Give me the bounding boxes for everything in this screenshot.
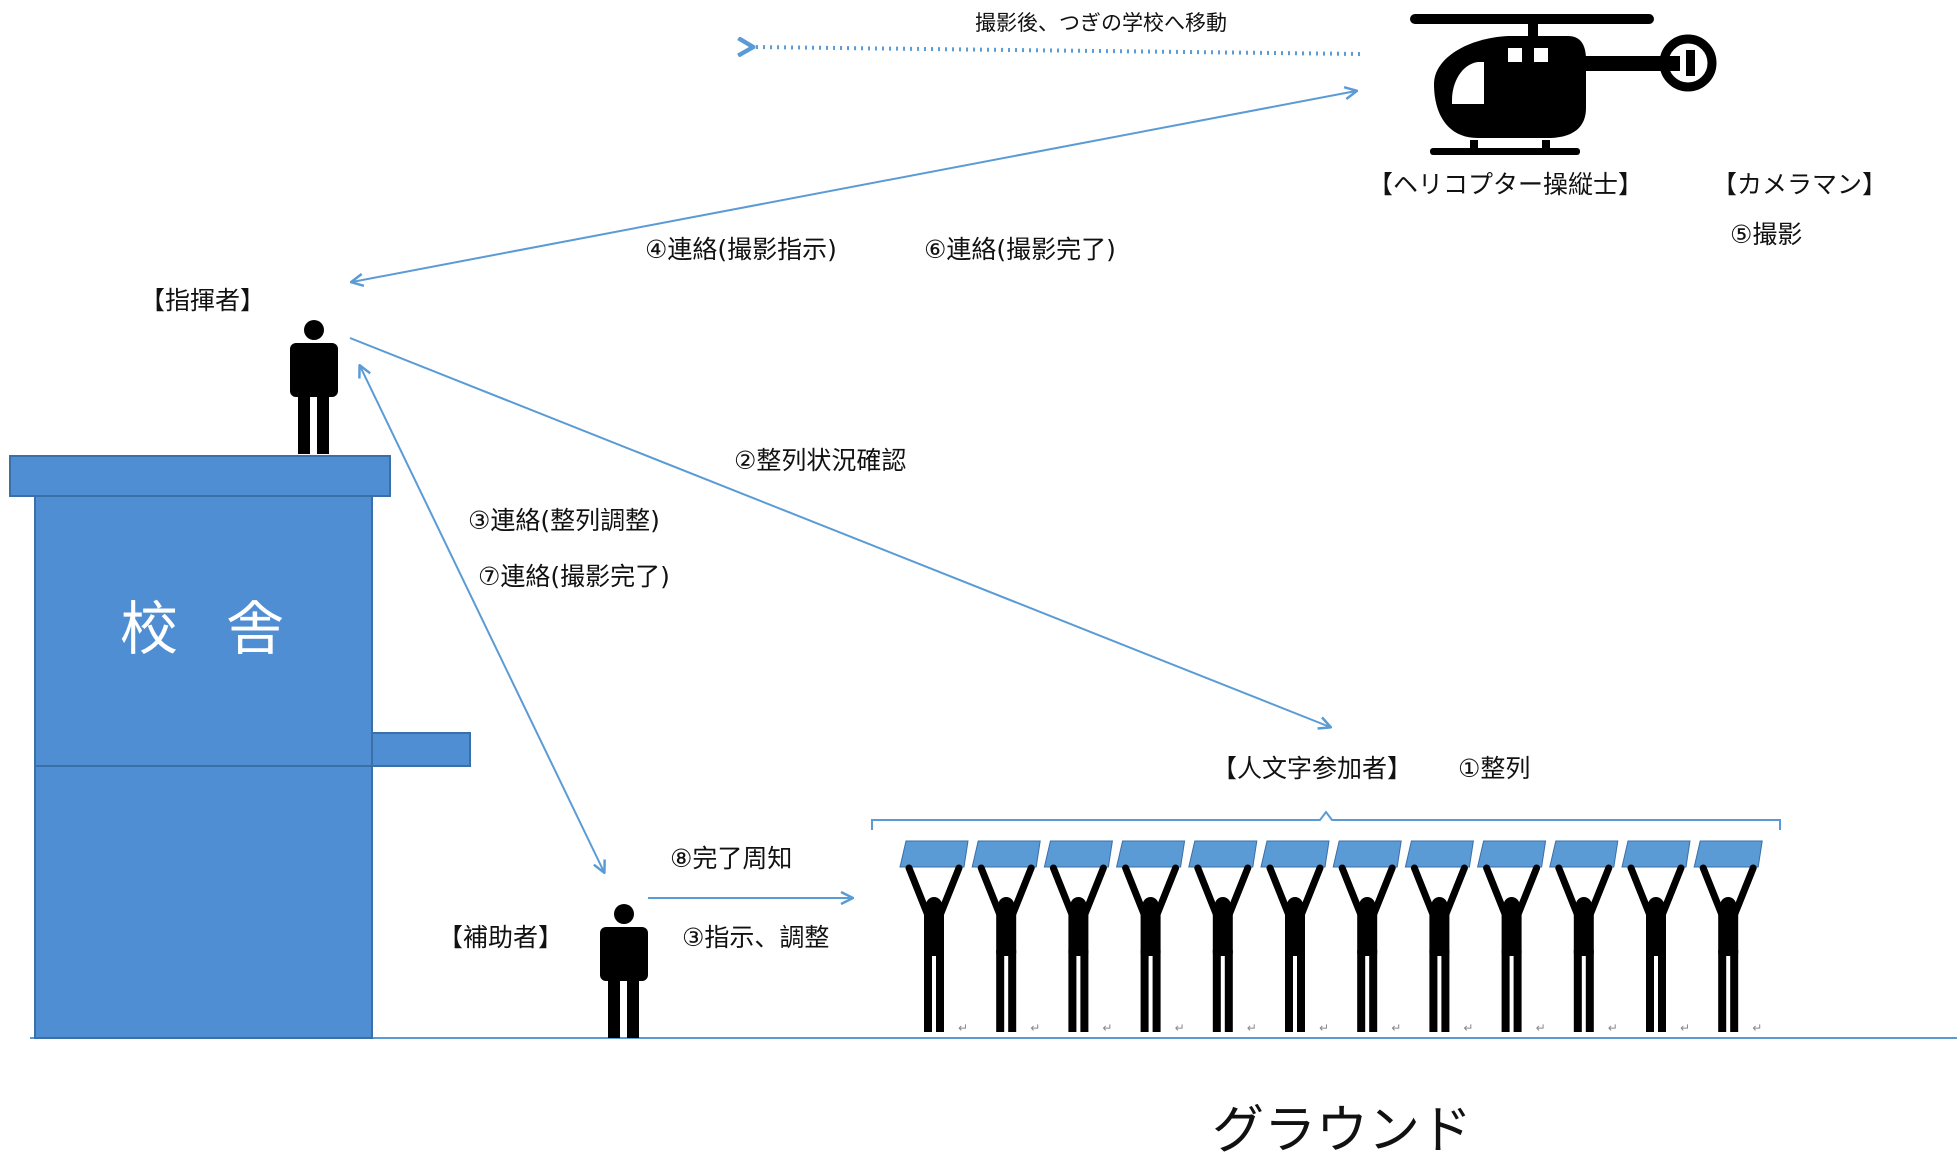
board-holding-person-icon: ↵ <box>1621 840 1691 1035</box>
instruct-adjust-label: ③指示、調整 <box>682 923 830 952</box>
board-holding-person-icon: ↵ <box>899 840 969 1035</box>
return-mark-icon: ↵ <box>1391 1021 1401 1035</box>
contact-instruct-label: ④連絡(撮影指示) <box>645 235 837 264</box>
return-mark-icon: ↵ <box>958 1021 968 1035</box>
roof-slab <box>9 455 391 497</box>
building-lower <box>34 765 373 1039</box>
board-holding-person-icon: ↵ <box>1332 840 1402 1035</box>
return-mark-icon: ↵ <box>1030 1021 1040 1035</box>
contact-done-2-label: ⑦連絡(撮影完了) <box>478 562 670 591</box>
ground-label: グラウンド <box>1212 1101 1473 1161</box>
board-holding-person-icon: ↵ <box>1549 840 1619 1035</box>
shoot-label: ⑤撮影 <box>1730 220 1803 249</box>
participants-bracket <box>871 810 1781 830</box>
board-holding-person-icon: ↵ <box>1260 840 1330 1035</box>
assistant-label: 【補助者】 <box>438 923 564 952</box>
return-mark-icon: ↵ <box>1175 1021 1185 1035</box>
return-mark-icon: ↵ <box>1247 1021 1257 1035</box>
participants-label: 【人文字参加者】 <box>1212 754 1413 783</box>
cameraman-label: 【カメラマン】 <box>1712 170 1888 199</box>
return-arrow <box>752 47 1361 54</box>
return-mark-icon: ↵ <box>1680 1021 1690 1035</box>
board-holding-person-icon: ↵ <box>971 840 1041 1035</box>
check-alignment-label: ②整列状況確認 <box>734 446 907 475</box>
arrow-heli-commander <box>352 91 1356 282</box>
commander-label: 【指揮者】 <box>140 286 266 315</box>
return-mark-icon: ↵ <box>1319 1021 1329 1035</box>
participants-group: ↵ ↵ ↵ ↵ ↵ ↵ ↵ ↵ ↵ ↵ ↵ ↵ <box>899 840 1763 1035</box>
arrow-commander-assistant <box>360 366 604 872</box>
contact-adjust-label: ③連絡(整列調整) <box>468 506 660 535</box>
helicopter-icon <box>1410 14 1717 155</box>
return-mark-icon: ↵ <box>1608 1021 1618 1035</box>
board-holding-person-icon: ↵ <box>1476 840 1547 1035</box>
board-holding-person-icon: ↵ <box>1404 840 1474 1035</box>
building-annex <box>371 732 471 767</box>
board-holding-person-icon: ↵ <box>1693 840 1763 1035</box>
building-char-2: 舎 <box>226 595 285 663</box>
contact-done-label: ⑥連絡(撮影完了) <box>924 235 1116 264</box>
align-label: ①整列 <box>1458 754 1531 783</box>
return-mark-icon: ↵ <box>1752 1021 1762 1035</box>
notify-done-label: ⑧完了周知 <box>670 844 793 873</box>
assistant-person-icon <box>600 904 648 1038</box>
return-mark-icon: ↵ <box>1102 1021 1112 1035</box>
board-holding-person-icon: ↵ <box>1043 840 1113 1035</box>
board-holding-person-icon: ↵ <box>1188 840 1258 1035</box>
school-building <box>9 455 471 1039</box>
return-mark-icon: ↵ <box>1536 1021 1546 1035</box>
building-upper <box>34 495 373 767</box>
return-mark-icon: ↵ <box>1463 1021 1473 1035</box>
building-char-1: 校 <box>120 595 179 663</box>
pilot-label: 【ヘリコプター操縦士】 <box>1368 170 1644 199</box>
board-holding-person-icon: ↵ <box>1115 840 1186 1035</box>
commander-person-icon <box>290 320 338 454</box>
return-note: 撮影後、つぎの学校へ移動 <box>975 11 1227 35</box>
